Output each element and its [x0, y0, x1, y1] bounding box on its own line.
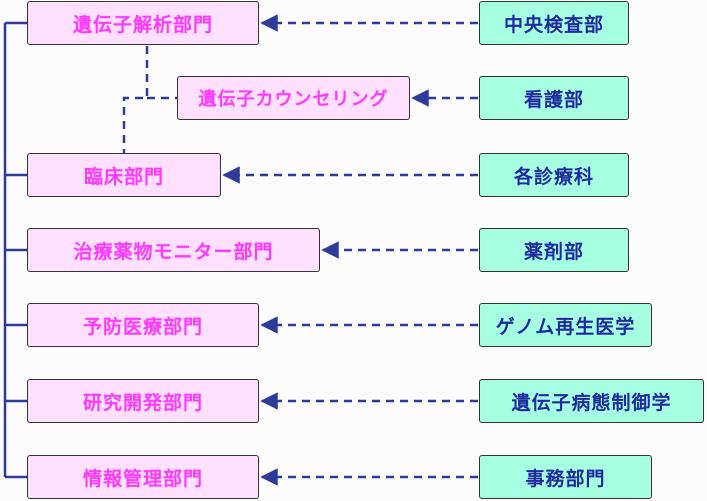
partner-clinical-depts: 各診療科: [479, 153, 629, 197]
dept-tdm: 治療薬物モニター部門: [27, 228, 320, 272]
dept-preventive: 予防医療部門: [27, 303, 259, 347]
dept-genetic-counseling: 遺伝子カウンセリング: [177, 76, 410, 120]
dept-info-management: 情報管理部門: [27, 455, 259, 499]
counseling-link: [122, 46, 149, 153]
dept-research: 研究開発部門: [27, 379, 259, 423]
partner-pharmacy: 薬剤部: [479, 228, 629, 272]
partner-genome-regen: ゲノム再生医学: [479, 303, 652, 347]
partner-nursing: 看護部: [479, 76, 629, 120]
dept-clinical: 臨床部門: [27, 153, 221, 197]
partner-admin: 事務部門: [479, 455, 652, 499]
dept-genetic-analysis: 遺伝子解析部門: [27, 1, 259, 45]
partner-gene-pathology: 遺伝子病態制御学: [479, 379, 704, 423]
partner-central-lab: 中央検査部: [479, 1, 629, 45]
